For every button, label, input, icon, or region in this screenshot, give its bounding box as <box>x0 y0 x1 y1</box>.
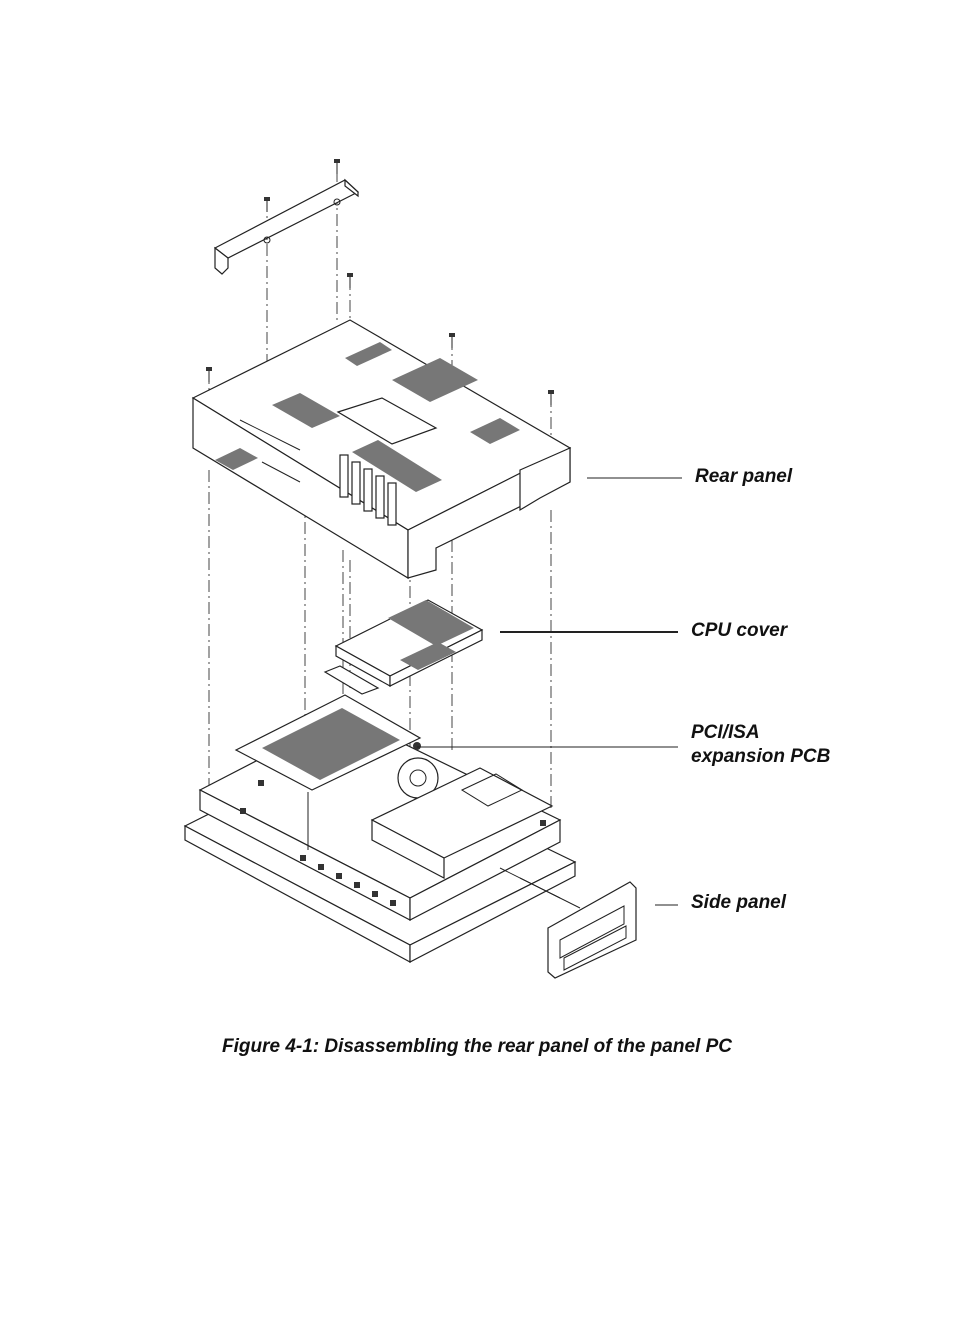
screw-icon <box>548 390 554 405</box>
chassis-part <box>183 694 581 964</box>
label-rear-panel: Rear panel <box>695 466 793 487</box>
cpu-cover-part <box>323 599 484 695</box>
screw-icon <box>206 367 212 382</box>
screw-icon <box>347 273 353 288</box>
label-pci-isa-line2: expansion PCB <box>691 746 831 767</box>
rear-panel-ribs <box>339 454 397 526</box>
vent-slots <box>215 342 520 492</box>
side-panel-part <box>547 881 637 979</box>
screws <box>206 159 554 492</box>
label-pci-isa-line1: PCI/ISA <box>691 722 760 743</box>
screw-icon <box>264 197 270 212</box>
label-pci-isa-expansion-pcb: PCI/ISA expansion PCB <box>691 721 830 769</box>
top-bracket <box>213 178 360 275</box>
leader-lines <box>413 477 682 906</box>
screw-icon <box>334 159 340 174</box>
label-side-panel: Side panel <box>691 892 787 913</box>
screw-icon <box>449 333 455 348</box>
connector-row <box>240 780 546 906</box>
label-cpu-cover: CPU cover <box>691 620 788 641</box>
rear-panel-part <box>191 319 572 580</box>
figure-caption: Figure 4-1: Disassembling the rear panel… <box>222 1036 732 1057</box>
